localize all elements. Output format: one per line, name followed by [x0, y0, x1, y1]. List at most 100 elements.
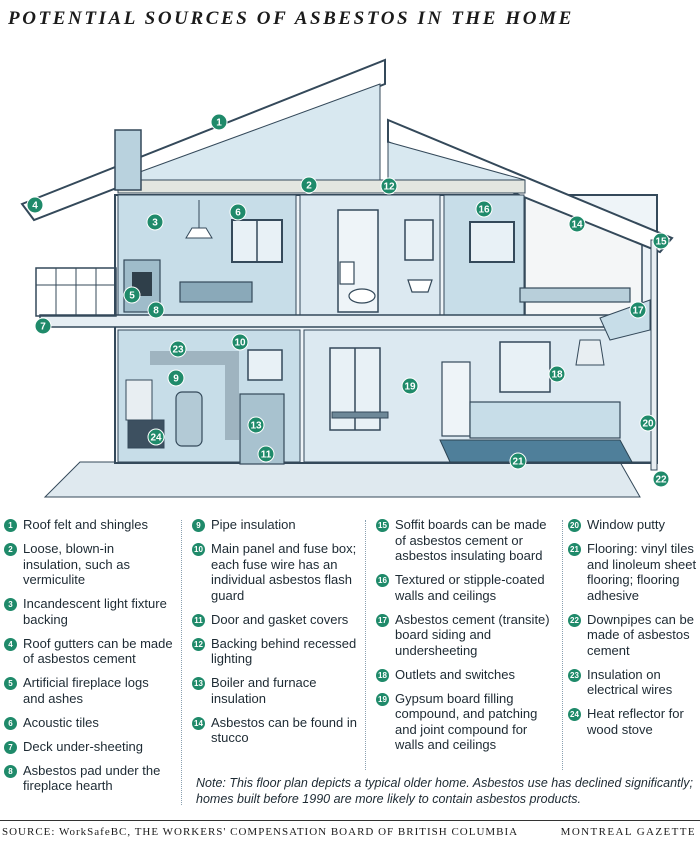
legend-text: Gypsum board filling compound, and patch… — [395, 690, 538, 753]
callout-12: 12 — [380, 177, 398, 195]
legend-number: 14 — [192, 716, 205, 730]
callout-11: 11 — [257, 445, 275, 463]
legend-number: 17 — [376, 613, 389, 627]
legend-number: 10 — [192, 543, 205, 556]
callout-21: 21 — [509, 452, 527, 470]
legend-item: 10 Main panel and fuse box; each fuse wir… — [192, 541, 357, 603]
svg-text:11: 11 — [261, 450, 272, 461]
callout-5: 5 — [123, 286, 141, 304]
svg-text:14: 14 — [571, 220, 583, 231]
callout-24: 24 — [147, 428, 165, 446]
callout-13: 13 — [247, 416, 265, 434]
legend-number: 9 — [192, 519, 205, 532]
svg-text:17: 17 — [632, 306, 644, 317]
svg-text:7: 7 — [40, 322, 46, 333]
callout-15: 15 — [652, 232, 670, 250]
couch — [179, 281, 253, 303]
attic-left — [117, 83, 381, 181]
legend-item: 17 Asbestos cement (transite) board sidin… — [376, 612, 556, 659]
legend-number: 2 — [4, 543, 17, 556]
legend-number: 23 — [568, 668, 581, 682]
legend-column-2: 9 Pipe insulation 10 Main panel and fuse b… — [192, 517, 357, 754]
source-credit: SOURCE: WorkSafeBC, THE WORKERS' COMPENS… — [2, 826, 519, 838]
bed — [519, 287, 631, 303]
callout-9: 9 — [167, 369, 185, 387]
cabinets — [469, 401, 621, 439]
svg-text:4: 4 — [32, 201, 38, 212]
legend-text: Main panel and fuse box; each fuse wire … — [211, 541, 357, 603]
legend-item: 22 Downpipes can be made of asbestos ceme… — [568, 612, 698, 659]
callout-8: 8 — [147, 301, 165, 319]
toilet — [348, 288, 376, 304]
callout-2: 2 — [300, 176, 318, 194]
svg-text:22: 22 — [655, 475, 667, 486]
legend-number: 11 — [192, 613, 205, 627]
legend-number: 21 — [568, 543, 581, 556]
legend-text: Roof felt and shingles — [23, 517, 149, 532]
legend-text: Downpipes can be made of asbestos cement — [587, 611, 694, 658]
legend-number: 13 — [192, 677, 205, 690]
svg-text:10: 10 — [234, 338, 246, 349]
callout-6: 6 — [229, 203, 247, 221]
publication-credit: MONTREAL GAZETTE — [560, 826, 696, 838]
legend-item: 2 Loose, blown-in insulation, such as ver… — [4, 541, 174, 588]
legend-text: Artificial fireplace logs and ashes — [23, 675, 149, 706]
legend-number: 4 — [4, 637, 17, 651]
legend-item: 5 Artificial fireplace logs and ashes — [4, 675, 174, 706]
downpipe — [650, 239, 658, 471]
window-bath — [404, 219, 434, 261]
legend-text: Heat reflector for wood stove — [587, 706, 684, 737]
range-hood — [575, 339, 605, 366]
legend-text: Door and gasket covers — [211, 611, 349, 627]
legend-text: Pipe insulation — [211, 517, 296, 532]
legend-number: 6 — [4, 716, 17, 730]
legend-text: Outlets and switches — [395, 666, 515, 682]
right-roof — [387, 118, 674, 254]
legend-text: Roof gutters can be made of asbestos cem… — [23, 635, 173, 667]
callout-3: 3 — [146, 213, 164, 231]
insulation-strip — [117, 179, 526, 194]
legend-text: Asbestos pad under the fireplace hearth — [23, 762, 161, 794]
callout-1: 1 — [210, 113, 228, 131]
legend-number: 24 — [568, 708, 581, 721]
legend-text: Backing behind recessed lighting — [211, 635, 357, 667]
legend-text: Insulation on electrical wires — [587, 666, 673, 698]
svg-text:19: 19 — [404, 382, 416, 393]
svg-text:24: 24 — [150, 433, 162, 444]
svg-text:3: 3 — [152, 218, 158, 229]
fridge — [441, 361, 471, 437]
legend-number: 22 — [568, 613, 581, 627]
svg-text:12: 12 — [383, 182, 395, 193]
legend-number: 15 — [376, 519, 389, 532]
floor-slab — [39, 314, 658, 328]
legend-number: 8 — [4, 764, 17, 778]
callout-17: 17 — [629, 301, 647, 319]
column-divider — [562, 520, 563, 770]
house-illustration: 1 2 3 4 5 6 7 8 9 10 11 12 13 14 15 16 1… — [20, 58, 674, 498]
legend-number: 19 — [376, 692, 389, 706]
legend-item: 11 Door and gasket covers — [192, 612, 357, 628]
legend-text: Deck under-sheeting — [23, 738, 143, 754]
svg-text:23: 23 — [172, 345, 184, 356]
svg-text:1: 1 — [216, 118, 222, 129]
window-kitchen — [499, 341, 551, 393]
legend-number: 7 — [4, 740, 17, 754]
legend-text: Asbestos can be found in stucco — [211, 714, 357, 746]
legend-text: Loose, blown-in insulation, such as verm… — [23, 541, 130, 587]
legend-number: 5 — [4, 677, 17, 690]
column-divider — [181, 520, 182, 805]
legend-text: Asbestos cement (transite) board siding … — [395, 611, 550, 658]
callout-14: 14 — [568, 215, 586, 233]
legend-item: 7 Deck under-sheeting — [4, 739, 174, 755]
legend-number: 16 — [376, 574, 389, 587]
chimney — [114, 129, 142, 191]
legend-item: 4 Roof gutters can be made of asbestos ce… — [4, 636, 174, 667]
legend-item: 23 Insulation on electrical wires — [568, 667, 698, 698]
